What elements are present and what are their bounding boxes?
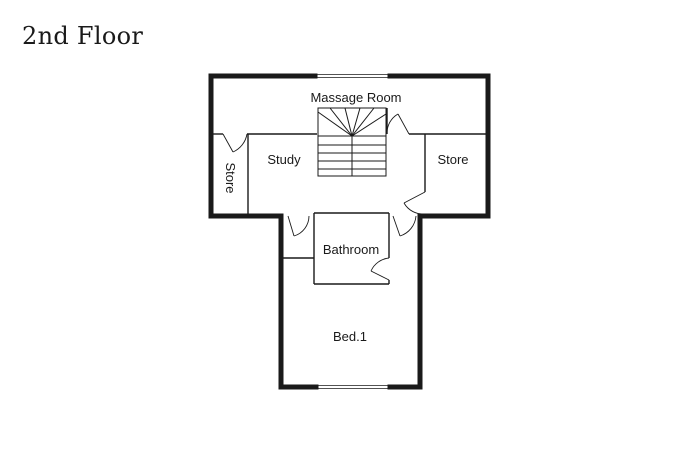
door-store-right (403, 191, 426, 215)
label-massage-room: Massage Room (310, 90, 401, 105)
label-bed1: Bed.1 (333, 329, 367, 344)
window-bottom (316, 385, 390, 389)
interior-walls (211, 108, 488, 285)
door-bathroom (370, 257, 390, 281)
label-store-right: Store (437, 152, 468, 167)
exterior-walls (208, 73, 491, 390)
door-bed1 (392, 215, 417, 237)
label-bathroom: Bathroom (323, 242, 379, 257)
door-store-left (222, 133, 248, 153)
floor-title: 2nd Floor (22, 22, 144, 50)
label-store-left: Store (223, 162, 238, 193)
staircase (317, 107, 387, 177)
label-study: Study (267, 152, 301, 167)
door-massage-room (386, 113, 410, 135)
door-study (287, 215, 310, 237)
window-top (315, 74, 390, 78)
